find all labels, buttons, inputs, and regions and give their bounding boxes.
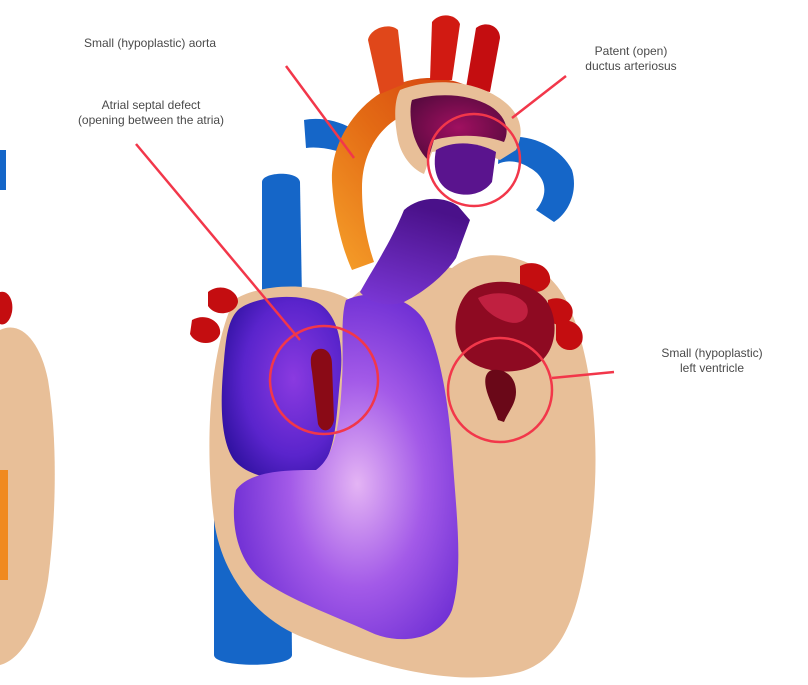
partial-heart-red-vessel	[0, 292, 12, 325]
pulmonary-vein-right-lower	[556, 320, 583, 350]
label-asd-line1: Atrial septal defect	[16, 98, 286, 113]
label-asd-line2: (opening between the atria)	[16, 113, 286, 128]
label-small-lv-line1: Small (hypoplastic)	[622, 346, 802, 361]
label-small-aorta: Small (hypoplastic) aorta	[84, 36, 216, 51]
partial-heart-left	[0, 150, 55, 665]
left-carotid-artery	[430, 15, 460, 80]
partial-heart-orange-vessel	[0, 470, 8, 580]
label-small-lv-line2: left ventricle	[622, 361, 802, 376]
pulmonary-vein-left-upper	[208, 287, 238, 313]
label-small-aorta-text: Small (hypoplastic) aorta	[84, 36, 216, 50]
partial-heart-tissue	[0, 327, 55, 665]
pulmonary-vein-left-lower	[190, 317, 220, 343]
ductus-connection	[435, 143, 496, 194]
patent-ductus-arteriosus	[395, 82, 520, 194]
label-atrial-septal-defect: Atrial septal defect (opening between th…	[16, 98, 286, 128]
left-subclavian-artery	[466, 24, 500, 92]
label-patent-ductus: Patent (open) ductus arteriosus	[556, 44, 706, 74]
partial-heart-blue-vessel	[0, 150, 6, 190]
label-patent-ductus-line2: ductus arteriosus	[556, 59, 706, 74]
brachiocephalic-artery	[368, 26, 404, 94]
label-patent-ductus-line1: Patent (open)	[556, 44, 706, 59]
leader-patent-ductus	[512, 76, 566, 118]
label-small-left-ventricle: Small (hypoplastic) left ventricle	[622, 346, 802, 376]
superior-vena-cava	[262, 174, 302, 300]
